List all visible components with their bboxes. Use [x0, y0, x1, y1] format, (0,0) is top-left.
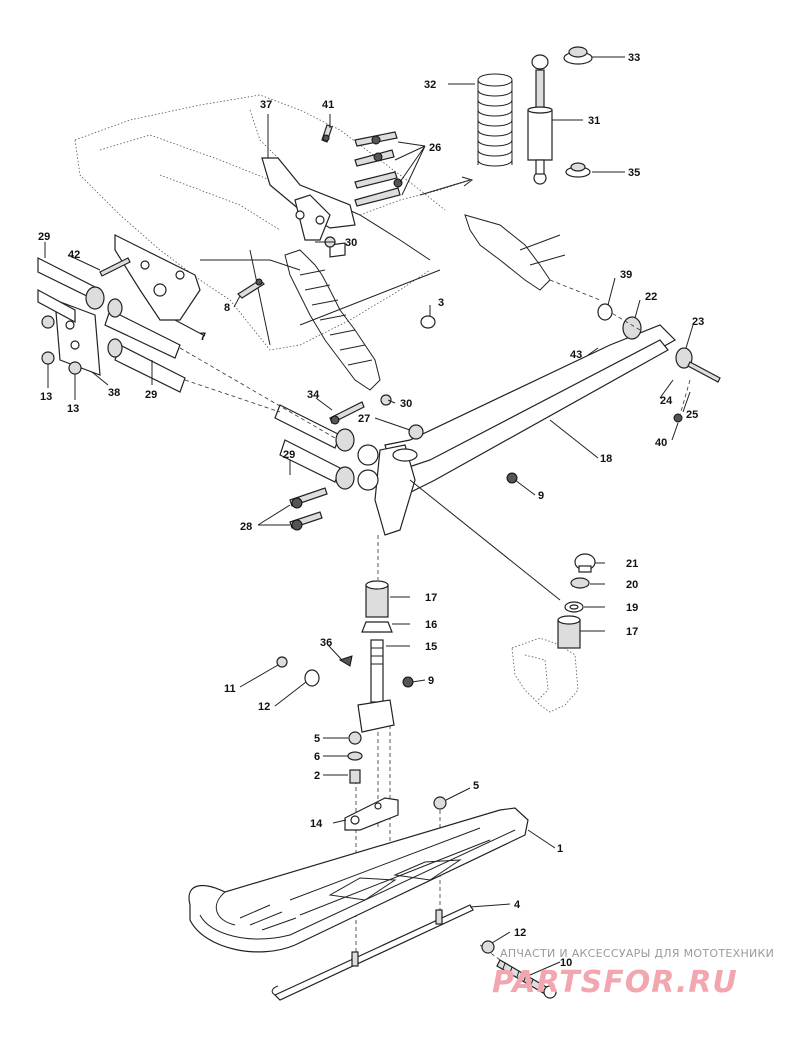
callout-10: 10	[560, 957, 572, 969]
callout-26: 26	[429, 142, 441, 154]
callout-32: 32	[424, 79, 436, 91]
callout-24: 24	[660, 395, 673, 407]
callout-17-left: 17	[425, 592, 437, 604]
tubes-29	[37, 257, 341, 483]
bolt-41	[321, 124, 333, 143]
nut-9-upper	[506, 472, 518, 484]
part-3	[420, 315, 436, 329]
callout-28: 28	[240, 521, 252, 533]
callout-11: 11	[224, 683, 236, 695]
callout-20: 20	[626, 579, 638, 591]
callout-14: 14	[310, 818, 323, 830]
callout-3: 3	[438, 297, 444, 309]
a-arm-18	[357, 324, 676, 536]
spring-32	[477, 73, 513, 167]
callout-2: 2	[314, 770, 320, 782]
callout-15: 15	[425, 641, 437, 653]
callout-12-upper: 12	[258, 701, 270, 713]
runner-4	[271, 904, 474, 1001]
watermark-subtitle: АПЧАСТИ И АКСЕССУАРЫ ДЛЯ МОТОТЕХНИКИ	[500, 947, 774, 960]
bushings	[85, 286, 355, 490]
callout-16: 16	[425, 619, 437, 631]
callout-30-lower: 30	[400, 398, 412, 410]
callout-labels: 37 41 26 32 31 33 35 29 42 30 8 7 13 13 …	[38, 52, 704, 969]
callout-38: 38	[108, 387, 120, 399]
callout-5-upper: 5	[314, 733, 320, 745]
callout-37: 37	[260, 99, 272, 111]
callout-39: 39	[620, 269, 632, 281]
callout-21: 21	[626, 558, 638, 570]
callout-25: 25	[686, 409, 698, 421]
frame-outline	[74, 94, 474, 351]
callout-13-left: 13	[40, 391, 52, 403]
frame-shock	[284, 242, 381, 391]
callout-6: 6	[314, 751, 320, 763]
callout-29-lower: 29	[283, 449, 295, 461]
callout-34: 34	[307, 389, 320, 401]
callout-9-lower: 9	[428, 675, 434, 687]
hardware-2-5-6	[347, 731, 447, 810]
spindle-15	[357, 580, 395, 733]
plate-38	[54, 299, 101, 376]
steering-arm	[511, 637, 579, 713]
callout-19: 19	[626, 602, 638, 614]
cap-21	[574, 553, 596, 573]
hardware-11-12-36	[276, 655, 414, 688]
callout-43: 43	[570, 349, 582, 361]
callout-17-right: 17	[626, 626, 638, 638]
bolt-34	[329, 401, 365, 425]
callout-12-lower: 12	[514, 927, 526, 939]
cup-35	[565, 162, 591, 178]
rear-bracket	[464, 214, 601, 301]
ski-leg-14	[344, 797, 399, 831]
shock-31	[527, 54, 553, 185]
callout-40: 40	[655, 437, 667, 449]
callout-29-left: 29	[38, 231, 50, 243]
callout-22: 22	[645, 291, 657, 303]
callout-41: 41	[322, 99, 334, 111]
bolt-10	[481, 940, 557, 999]
callout-18: 18	[600, 453, 612, 465]
callout-42: 42	[68, 249, 80, 261]
bushing-22	[597, 303, 642, 340]
callout-5-lower: 5	[473, 780, 479, 792]
watermark-brand: PARTSFOR.RU	[492, 965, 738, 1000]
callout-9-upper: 9	[538, 490, 544, 502]
callout-1: 1	[557, 843, 563, 855]
bolts-26	[354, 131, 403, 207]
callout-31: 31	[588, 115, 600, 127]
bolt-8	[237, 278, 265, 299]
ski-1	[188, 807, 529, 953]
upper-bracket	[261, 157, 356, 241]
bolt-42	[99, 257, 131, 277]
callout-4: 4	[514, 899, 521, 911]
callout-13-right: 13	[67, 403, 79, 415]
callout-23: 23	[692, 316, 704, 328]
callout-7: 7	[200, 331, 206, 343]
callout-leaders	[44, 56, 694, 976]
callout-8: 8	[224, 302, 230, 314]
bushing-17-right	[557, 615, 581, 649]
washers-19-20	[564, 577, 590, 613]
callout-36: 36	[320, 637, 332, 649]
bolts-28	[289, 487, 328, 531]
callout-27: 27	[358, 413, 370, 425]
callout-30-upper: 30	[345, 237, 357, 249]
callout-29-mid: 29	[145, 389, 157, 401]
hardware-23-25	[673, 347, 721, 423]
cup-33	[563, 46, 593, 65]
side-plate-7	[114, 234, 201, 321]
nuts-13	[41, 315, 82, 375]
callout-35: 35	[628, 167, 640, 179]
watermark: АПЧАСТИ И АКСЕССУАРЫ ДЛЯ МОТОТЕХНИКИ PAR…	[492, 947, 774, 1000]
callout-33: 33	[628, 52, 640, 64]
